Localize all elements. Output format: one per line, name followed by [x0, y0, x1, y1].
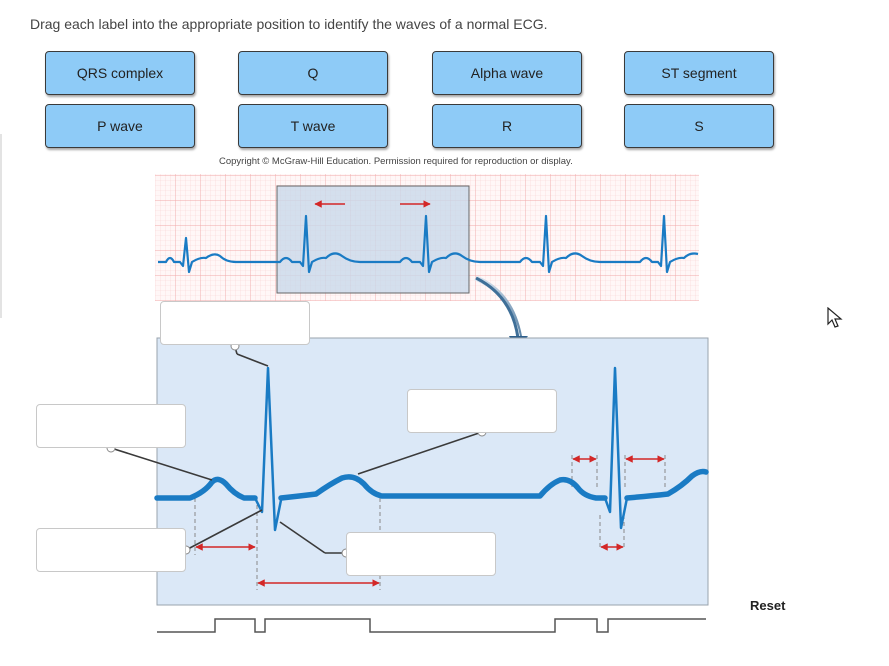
copyright-notice: Copyright © McGraw-Hill Education. Permi…	[219, 156, 573, 167]
label-r[interactable]: R	[432, 104, 582, 148]
pulse-timing-line	[157, 618, 706, 633]
label-q[interactable]: Q	[238, 51, 388, 95]
left-edge-bar	[0, 134, 2, 318]
ecg-trace-small	[158, 214, 699, 274]
drop-target-3[interactable]	[407, 389, 557, 433]
instruction-text: Drag each label into the appropriate pos…	[30, 16, 548, 32]
label-t-wave[interactable]: T wave	[238, 104, 388, 148]
label-qrs-complex[interactable]: QRS complex	[45, 51, 195, 95]
label-st-segment[interactable]: ST segment	[624, 51, 774, 95]
label-s[interactable]: S	[624, 104, 774, 148]
reset-button[interactable]: Reset	[750, 598, 786, 613]
magnified-region-box	[276, 185, 470, 294]
mouse-pointer-icon	[827, 307, 843, 328]
drop-target-5[interactable]	[346, 532, 496, 576]
drop-target-2[interactable]	[36, 404, 186, 448]
label-p-wave[interactable]: P wave	[45, 104, 195, 148]
label-alpha-wave[interactable]: Alpha wave	[432, 51, 582, 95]
ecg-trace-large	[154, 476, 258, 501]
drop-target-4[interactable]	[36, 528, 186, 572]
drop-target-1[interactable]	[160, 301, 310, 345]
